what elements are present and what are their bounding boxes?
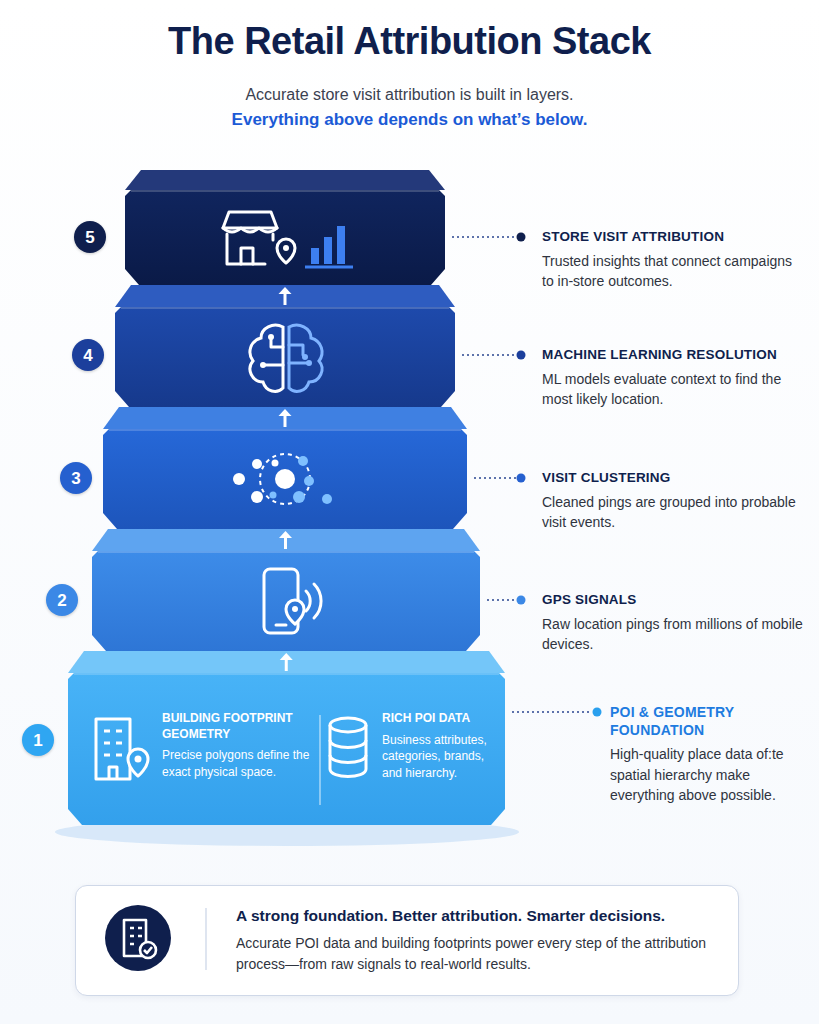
layer-slab: VISIT CLUSTERINGCleaned pings are groupe… [103, 429, 467, 529]
callout-number: 1 [33, 732, 42, 749]
text-group: BUILDING FOOTPRINT GEOMETRY Precise polyg… [162, 711, 314, 781]
slab-front [92, 551, 480, 651]
up-arrow [279, 409, 292, 427]
callout-number: 5 [85, 229, 94, 246]
text-group: RICH POI DATA Business attributes, catego… [382, 711, 500, 782]
node-body: Raw location pings from millions of mobi… [542, 614, 804, 655]
number-circle: 1 [22, 724, 54, 756]
node-heading: RICH POI DATA [382, 711, 500, 727]
footer-divider [205, 908, 206, 970]
footer-icon-circle [105, 905, 171, 971]
slab-edge [121, 307, 449, 309]
slab-top-face [68, 651, 505, 673]
footer-box: A strong foundation. Better attribution.… [75, 885, 739, 996]
node-shape [92, 551, 480, 651]
node-body: Business attributes, categories, brands,… [382, 732, 500, 782]
foundation-slab: POI & GEOMETRY FOUNDATIONHigh-quality pl… [68, 673, 505, 825]
text-group: VISIT CLUSTERING Cleaned pings are groupe… [542, 469, 804, 532]
slab-edge [131, 190, 439, 192]
title: The Retail Attribution Stack [0, 20, 819, 63]
up-arrow [280, 653, 293, 671]
number-circle: 3 [60, 462, 92, 494]
number-circle: 2 [46, 584, 78, 616]
node-heading: VISIT CLUSTERING [542, 469, 804, 487]
node-heading: MACHINE LEARNING RESOLUTION [542, 346, 804, 364]
node-heading: POI & GEOMETRY FOUNDATION [610, 703, 805, 739]
node-heading: STORE VISIT ATTRIBUTION [542, 228, 804, 246]
brain-icon [250, 325, 322, 391]
up-arrow [279, 531, 292, 549]
node-body: Trusted insights that connect campaigns … [542, 251, 804, 292]
footer-icon [124, 920, 156, 958]
subtitle: Everything above depends on what’s below… [0, 110, 819, 130]
callout-number: 4 [83, 347, 92, 364]
arrow-shaft [284, 294, 287, 305]
slab-front [68, 673, 505, 825]
subtitle-wrap: Everything above depends on what’s below… [0, 110, 819, 130]
phone-icon [264, 569, 321, 633]
arrow-shaft [285, 660, 288, 671]
title-wrap: The Retail Attribution Stack [0, 20, 819, 63]
slab-front [125, 190, 445, 285]
arrow-head [279, 409, 292, 416]
text-group: STORE VISIT ATTRIBUTION Trusted insights … [542, 228, 804, 291]
arrow-head [279, 287, 292, 294]
layer-slab: STORE VISIT ATTRIBUTIONTrusted insights … [125, 190, 445, 285]
node-heading: A strong foundation. Better attribution.… [236, 906, 726, 927]
callout-number: 3 [71, 470, 80, 487]
cluster-icon [233, 454, 332, 504]
text-group: A strong foundation. Better attribution.… [236, 906, 726, 975]
callout-number: 2 [57, 592, 66, 609]
node-shape [125, 190, 445, 285]
slab-top-face [103, 407, 467, 429]
subtitle-wrap: Accurate store visit attribution is buil… [0, 86, 819, 104]
node-heading: GPS SIGNALS [542, 591, 804, 609]
slab-edge [74, 673, 499, 675]
text-group: POI & GEOMETRY FOUNDATION High-quality pl… [610, 703, 805, 805]
slab-top-face [115, 285, 455, 307]
slab-front [115, 307, 455, 407]
arrow-head [279, 531, 292, 538]
text-group: GPS SIGNALS Raw location pings from milli… [542, 591, 804, 654]
node-body: Precise polygons define the exact physic… [162, 747, 314, 781]
node-body: High-quality place data of:te spatial hi… [610, 744, 805, 805]
node-shape [115, 307, 455, 407]
node-body: Accurate POI data and building footprint… [236, 933, 726, 975]
node-heading: BUILDING FOOTPRINT GEOMETRY [162, 711, 314, 742]
foundation-part: BUILDING FOOTPRINT GEOMETRY Precise polyg… [88, 705, 316, 809]
node-shape [103, 429, 467, 529]
number-circle: 5 [74, 221, 106, 253]
arrow-shaft [284, 416, 287, 427]
node-body: Cleaned pings are grouped into probable … [542, 492, 804, 533]
arrow-head [280, 653, 293, 660]
up-arrow [279, 287, 292, 305]
slab-top-face [92, 529, 480, 551]
subtitle: Accurate store visit attribution is buil… [0, 86, 819, 104]
layer-slab: GPS SIGNALSRaw location pings from milli… [92, 551, 480, 651]
building-icon [96, 719, 148, 779]
number-circle: 4 [72, 339, 104, 371]
arrow-shaft [284, 538, 287, 549]
foundation-part: RICH POI DATA Business attributes, catego… [324, 705, 502, 809]
divider-line [319, 715, 320, 805]
database-icon [330, 718, 366, 777]
slab-edge [98, 551, 474, 553]
text-group: MACHINE LEARNING RESOLUTION ML models eva… [542, 346, 804, 409]
slab-edge [109, 429, 461, 431]
slab-top-face [125, 170, 445, 190]
layer-slab: MACHINE LEARNING RESOLUTIONML models eva… [115, 307, 455, 407]
slab-front [103, 429, 467, 529]
node-body: ML models evaluate context to find the m… [542, 369, 804, 410]
store-icon [223, 212, 295, 264]
